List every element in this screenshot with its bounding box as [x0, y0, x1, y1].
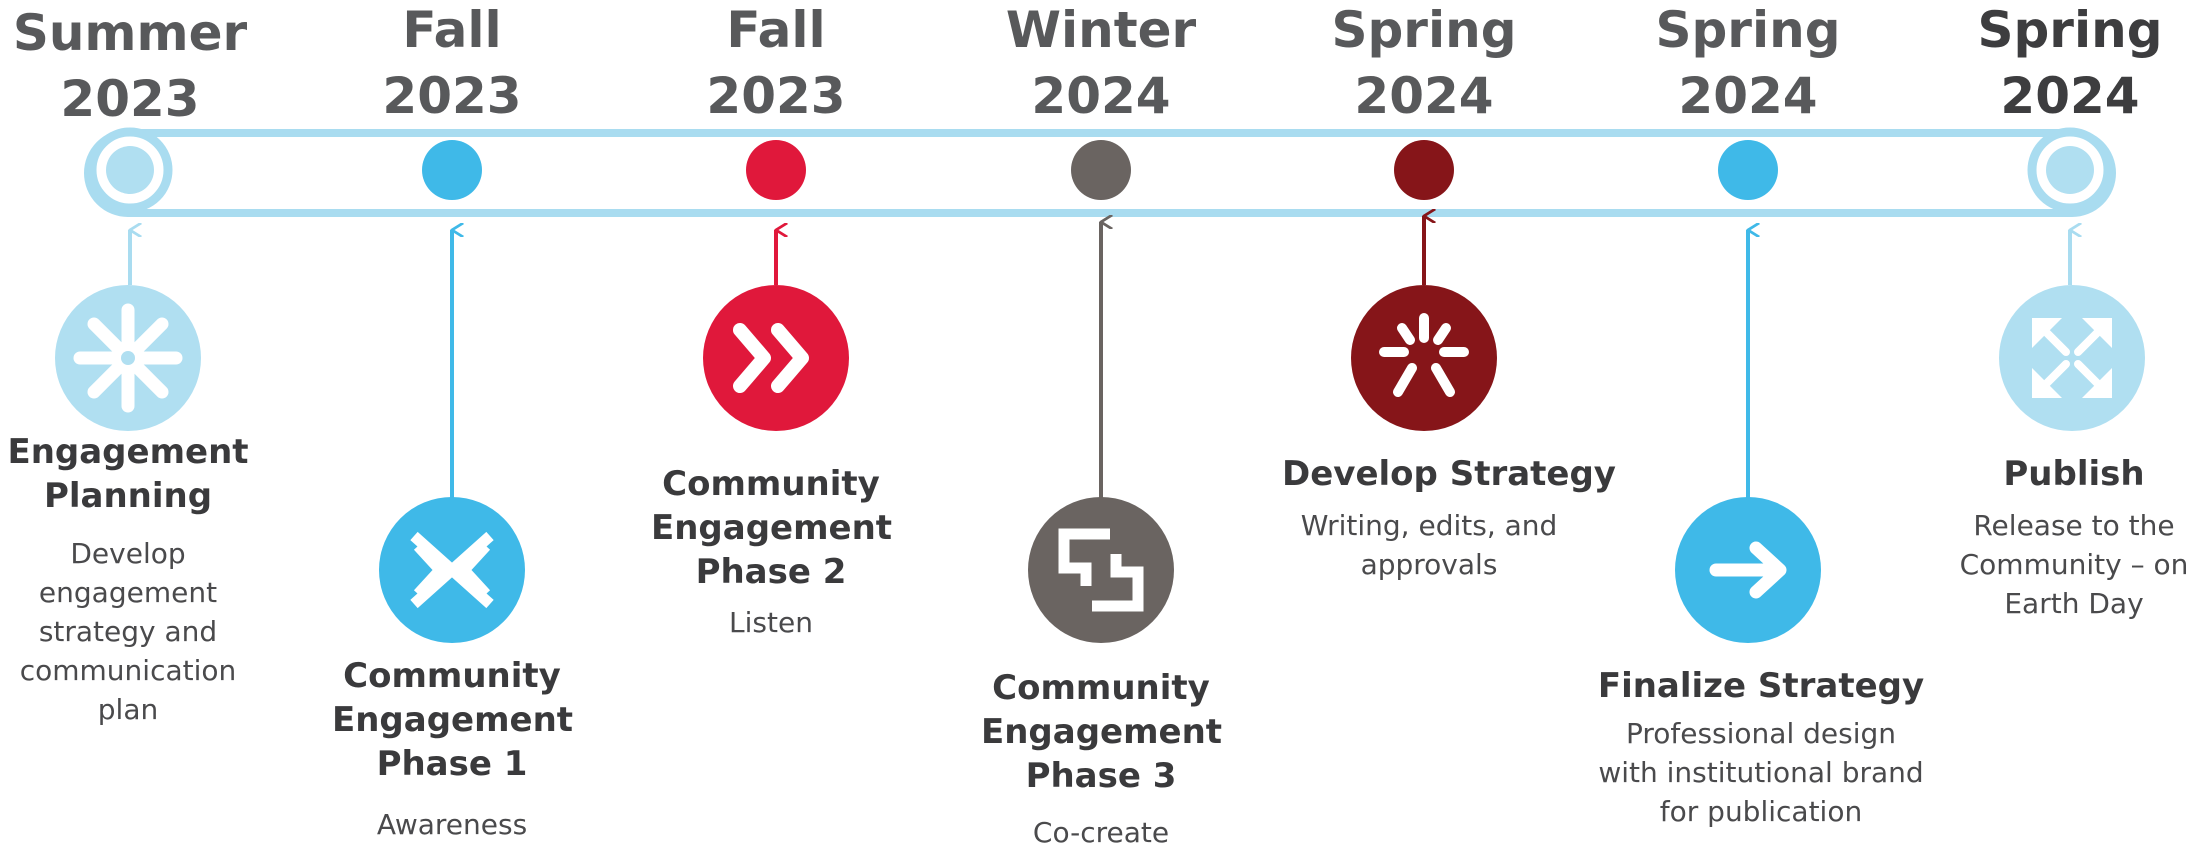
season-year: 2024 [2000, 67, 2140, 125]
timeline-dot [1071, 140, 1131, 200]
asterisk-icon [55, 285, 201, 431]
milestone-description: Release to the Community – on Earth Day [1959, 509, 2189, 620]
season-label: Spring 2024 [1608, 0, 1888, 129]
expand-arrows-icon [1999, 285, 2145, 431]
season-year: 2024 [1678, 67, 1818, 125]
season-name: Fall [726, 1, 826, 59]
season-year: 2023 [60, 70, 200, 128]
season-year: 2023 [382, 67, 522, 125]
milestone-title: Community Engagement Phase 3 [981, 668, 1223, 796]
season-year: 2024 [1031, 67, 1171, 125]
milestone-title: Community Engagement Phase 1 [332, 656, 574, 784]
season-label: Spring 2024 [1284, 0, 1564, 129]
timeline-dot [1394, 140, 1454, 200]
timeline-dot [2027, 127, 2113, 213]
season-name: Summer [12, 4, 248, 62]
timeline-dot [87, 127, 173, 213]
double-chevron-icon [703, 285, 849, 431]
arrow-right-icon [1675, 497, 1821, 643]
season-year: 2023 [706, 67, 846, 125]
season-label: Fall 2023 [636, 0, 916, 129]
cross-arrows-icon [379, 497, 525, 643]
season-name: Spring [1331, 1, 1517, 59]
burst-icon [1351, 285, 1497, 431]
milestone-title: Community Engagement Phase 2 [651, 464, 893, 592]
season-name: Spring [1655, 1, 1841, 59]
season-label: Summer 2023 [0, 0, 270, 132]
milestone-description: Develop engagement strategy and communic… [19, 537, 237, 726]
season-year: 2024 [1354, 67, 1494, 125]
season-label: Fall 2023 [312, 0, 592, 129]
milestone-description: Professional design with institutional b… [1598, 717, 1924, 828]
timeline-dot [746, 140, 806, 200]
timeline-dot [1718, 140, 1778, 200]
milestone-title: Engagement Planning [7, 432, 249, 516]
season-name: Fall [402, 1, 502, 59]
milestone-description: Writing, edits, and approvals [1300, 509, 1558, 581]
milestone-description: Co-create [1032, 816, 1170, 849]
season-label: Spring 2024 [1930, 0, 2200, 129]
season-name: Spring [1977, 1, 2163, 59]
milestone-title: Publish [2003, 454, 2145, 494]
interlock-icon [1028, 497, 1174, 643]
milestone-title: Finalize Strategy [1597, 666, 1925, 706]
season-name: Winter [1005, 1, 1197, 59]
milestone-description: Listen [729, 606, 813, 639]
season-label: Winter 2024 [961, 0, 1241, 129]
timeline-dot [422, 140, 482, 200]
milestone-description: Awareness [376, 808, 528, 841]
milestone-title: Develop Strategy [1282, 454, 1616, 494]
